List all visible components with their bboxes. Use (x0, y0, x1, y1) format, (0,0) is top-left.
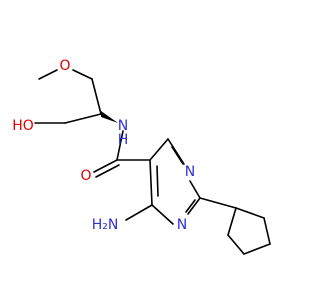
ch2-bond (91, 78, 102, 115)
amino-group-label: H₂N (92, 217, 119, 233)
cyclopentyl-attach-bond (199, 197, 237, 209)
molecule-structure: O HO N H O N N H₂N (12, 58, 271, 255)
ring-inner-double-2 (171, 146, 184, 165)
carbonyl-double-1 (93, 159, 118, 173)
ring-inner-double-1 (156, 165, 159, 197)
molecule-canvas: O HO N H O N N H₂N (12, 58, 271, 255)
amino-bond (125, 204, 153, 221)
chiral-to-ch2-bond (64, 113, 102, 124)
ring-bond-c2-n3 (187, 197, 201, 215)
ring-bond-n1-c2 (189, 180, 201, 199)
ring-bond-c5-c6 (149, 138, 169, 161)
methyl-bond (38, 69, 58, 80)
wedge-bond (101, 111, 118, 123)
ring-bond-c4-c5 (149, 159, 153, 206)
ring-bond-c6-n1 (167, 138, 185, 165)
cyclopentyl-bond-4 (263, 217, 271, 245)
ring-nitrogen-bottom-label: N (177, 217, 187, 233)
ring-nitrogen-top-label: N (185, 164, 195, 180)
cyclopentyl-bond-2 (227, 234, 245, 255)
methoxy-oxygen-label: O (59, 58, 70, 74)
carbonyl-double-2 (95, 164, 120, 178)
n-to-carbonyl-bond (116, 130, 124, 161)
amide-nitrogen-label: N (118, 118, 128, 134)
methoxy-o-bond (72, 69, 93, 80)
hydroxyl-label: HO (12, 118, 34, 134)
cyclopentyl-bond-1 (227, 207, 237, 236)
ring-bond-n3-c4 (151, 204, 174, 225)
carbonyl-oxygen-label: O (80, 168, 91, 184)
amide-hydrogen-label: H (118, 132, 129, 148)
ring-inner-double-3 (185, 199, 196, 213)
cyclopentyl-bond-5 (235, 207, 265, 219)
cyclopentyl-bond-3 (243, 243, 271, 255)
